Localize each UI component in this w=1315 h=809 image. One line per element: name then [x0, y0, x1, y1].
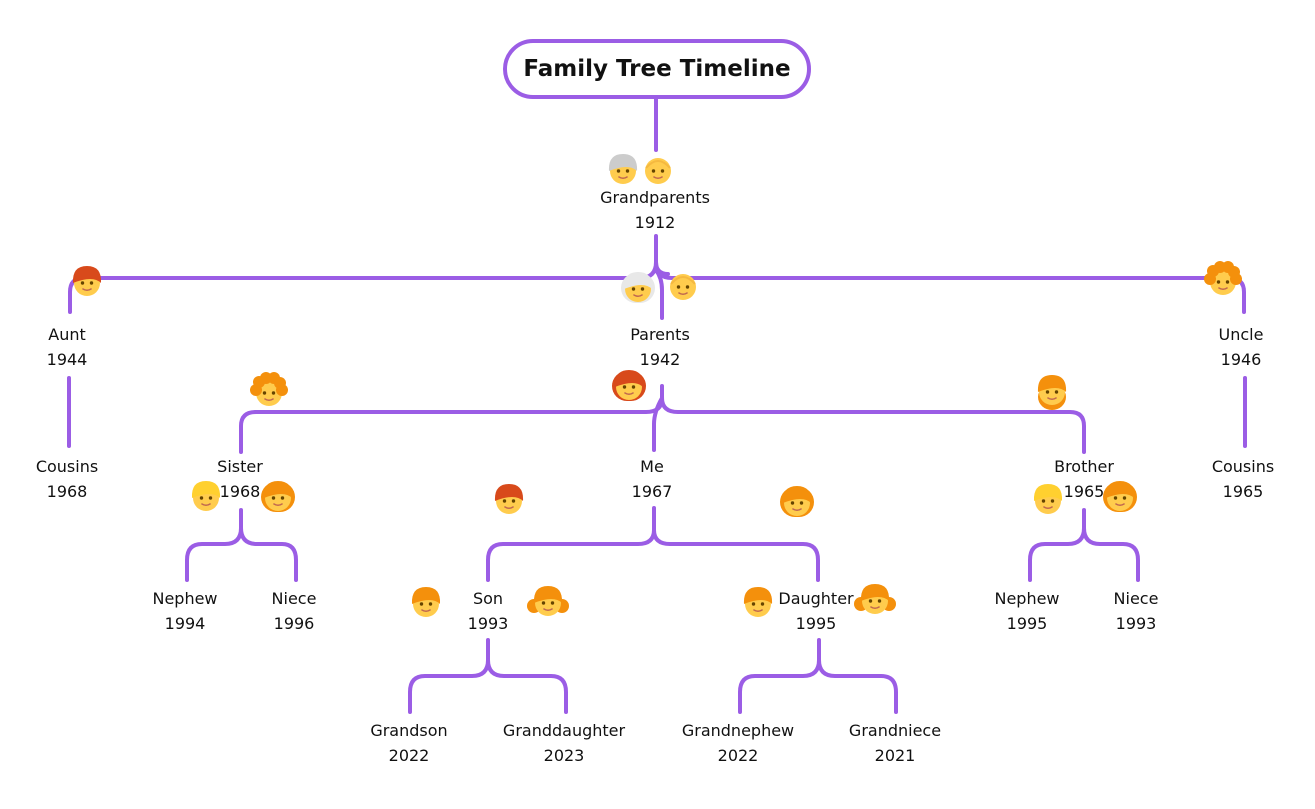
red-haired-child-icon [494, 484, 524, 514]
member-name: Niece [271, 589, 317, 608]
member-label-me: Me 1967 [632, 454, 673, 504]
connector-me-to-son [486, 506, 656, 582]
member-label-grandparents: Grandparents 1912 [600, 185, 710, 235]
member-year: 1912 [634, 213, 676, 232]
girl-pigtails-icon [527, 586, 569, 616]
old-woman-icon [645, 158, 671, 184]
member-name: Grandniece [848, 721, 942, 740]
member-year: 1965 [1063, 482, 1105, 501]
member-year: 1993 [1115, 614, 1157, 633]
man-bald-icon [670, 274, 696, 300]
member-name: Aunt [48, 325, 86, 344]
member-label-grandnephew: Grandnephew 2022 [682, 718, 794, 768]
member-icons [72, 154, 1242, 617]
member-name: Nephew [152, 589, 218, 608]
man-curly-hair-icon [1204, 261, 1242, 295]
member-name: Cousins [35, 457, 99, 476]
member-label-daughter: Daughter 1995 [778, 586, 853, 636]
connector-son-to-grandson [408, 638, 490, 714]
member-label-sister: Sister 1968 [217, 454, 263, 504]
woman-red-long-hair-icon [612, 370, 646, 401]
connector-parents-to-sister [239, 384, 664, 454]
member-year: 2022 [717, 746, 759, 765]
member-name: Daughter [778, 589, 854, 608]
member-name: Cousins [1211, 457, 1275, 476]
connector-branch-to-parents [654, 268, 664, 320]
member-label-grandson: Grandson 2022 [370, 718, 447, 768]
member-year: 1944 [46, 350, 88, 369]
member-year: 1995 [795, 614, 837, 633]
old-woman-white-hair-icon [621, 272, 655, 303]
connector-son-to-granddaughter [486, 658, 568, 714]
woman-orange-hair-icon [780, 486, 814, 517]
connector-brother-to-niece [1082, 526, 1140, 582]
old-man-icon [608, 154, 638, 184]
member-year: 1942 [639, 350, 681, 369]
boy-icon [411, 587, 441, 617]
diagram-title: Family Tree Timeline [503, 39, 811, 99]
member-year: 2023 [543, 746, 585, 765]
member-name: Granddaughter [502, 721, 626, 740]
member-name: Me [640, 457, 664, 476]
member-label-uncle: Uncle 1946 [1219, 322, 1264, 372]
member-label-niece-left: Niece 1996 [272, 586, 317, 636]
connector-branch-to-aunt [68, 260, 658, 314]
woman-red-hair-icon [72, 266, 102, 296]
member-name: Son [472, 589, 504, 608]
woman-curly-hair-icon [250, 372, 288, 406]
member-label-cousins-right: Cousins 1965 [1212, 454, 1274, 504]
member-year: 1995 [1006, 614, 1048, 633]
member-label-grandniece: Grandniece 2021 [849, 718, 941, 768]
blond-boy-icon [191, 481, 221, 511]
member-year: 1968 [219, 482, 261, 501]
member-name: Niece [1113, 589, 1159, 608]
member-label-nephew-left: Nephew 1994 [152, 586, 217, 636]
woman-orange-hair-icon [261, 481, 295, 512]
connector-daughter-to-grandnephew [738, 638, 821, 714]
member-label-nephew-right: Nephew 1995 [994, 586, 1059, 636]
member-label-son: Son 1993 [468, 586, 509, 636]
connector-parents-to-brother [660, 396, 1086, 454]
member-year: 1968 [46, 482, 88, 501]
girl-pigtails-icon [854, 584, 896, 614]
member-name: Nephew [994, 589, 1060, 608]
member-label-granddaughter: Granddaughter 2023 [503, 718, 625, 768]
connector-lines [67, 97, 1247, 714]
member-name: Uncle [1218, 325, 1264, 344]
member-label-parents: Parents 1942 [630, 322, 690, 372]
connector-brother-to-nephew [1028, 508, 1086, 582]
member-name: Grandnephew [681, 721, 795, 740]
connector-daughter-to-grandniece [817, 658, 898, 714]
woman-orange-hair-icon [1103, 481, 1137, 512]
connector-me-to-daughter [652, 528, 820, 582]
member-year: 2021 [874, 746, 916, 765]
member-year: 1965 [1222, 482, 1264, 501]
member-name: Sister [217, 457, 263, 476]
connector-sister-to-nephew [185, 508, 243, 582]
blond-boy-icon [1033, 484, 1063, 514]
member-year: 2022 [388, 746, 430, 765]
member-year: 1993 [467, 614, 509, 633]
connector-sister-to-niece [239, 526, 298, 582]
member-year: 1996 [273, 614, 315, 633]
member-name: Grandparents [600, 188, 710, 207]
connector-branch-to-uncle [654, 260, 1246, 314]
member-year: 1994 [164, 614, 206, 633]
member-name: Brother [1054, 457, 1114, 476]
member-name: Grandson [370, 721, 448, 740]
member-label-aunt: Aunt 1944 [47, 322, 88, 372]
member-year: 1967 [631, 482, 673, 501]
member-label-niece-right: Niece 1993 [1114, 586, 1159, 636]
member-name: Parents [630, 325, 690, 344]
member-label-brother: Brother 1965 [1054, 454, 1114, 504]
man-bearded-icon [1037, 375, 1067, 410]
connector-parents-to-me [652, 396, 664, 452]
member-year: 1946 [1220, 350, 1262, 369]
member-label-cousins-left: Cousins 1968 [36, 454, 98, 504]
boy-icon [743, 587, 773, 617]
